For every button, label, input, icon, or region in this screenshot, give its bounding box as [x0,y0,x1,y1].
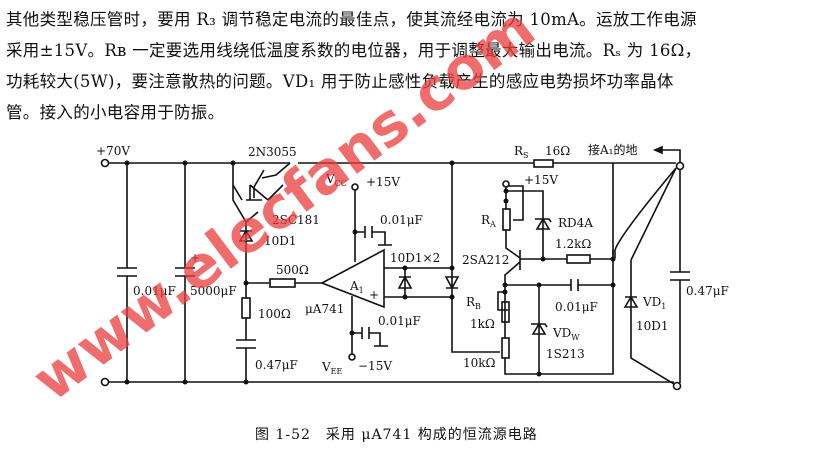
label-c047b: 0.47μF [686,284,729,298]
diode-vd1 [623,295,639,308]
vcc-terminal [351,183,359,191]
diode-10d1-a [238,229,254,242]
label-vdw: VDW [552,326,580,342]
label-ground-note: 接A₁的地 [588,142,637,157]
label-rs-val: 16Ω [545,144,570,158]
label-vdw-part: 1S213 [546,347,585,361]
body-paragraph: 其他类型稳压管时，要用 R₃ 调节稳定电流的最佳点，使其流经电流为 10mA。运… [6,4,821,128]
capacitor-vcc [364,226,373,238]
label-r10k: 10kΩ [463,356,496,370]
resistor-rs [533,159,554,168]
label-c2-plus: + [190,251,200,265]
label-supply: +70V [96,144,130,158]
paragraph-line: 管。接入的小电容用于防振。 [6,103,225,122]
label-q2: 2SC181 [272,213,320,227]
components [100,145,690,391]
resistor-rb [501,301,510,323]
label-r12k: 1.2kΩ [555,237,591,251]
label-c047a: 0.47μF [255,358,298,372]
capacitor-c1 [117,267,137,277]
capacitor-047a [236,339,256,349]
capacitor-047b [670,271,690,281]
resistor-100 [241,297,251,319]
resistor-500 [269,278,296,288]
junction-dots [124,160,616,385]
capacitor-vee [361,327,370,339]
label-d-q: 10D1 [264,234,297,248]
paragraph-line: 功耗较大(5W)，要注意散热的问题。VD₁ 用于防止感性负载产生的感应电势损坏功… [6,72,674,91]
zener-rd4a [535,217,552,230]
diode-pair-2 [444,276,460,290]
label-c1: 0.01μF [133,284,176,298]
resistor-10k [501,337,510,359]
resistor-1-2k [566,254,591,264]
input-terminal-top [100,158,110,168]
capacitor-c2 [175,267,195,277]
label-rd4a: RD4A [558,216,593,230]
label-cvcc: 0.01μF [380,213,423,227]
capacitor-001 [570,279,579,291]
label-opamp-part: μA741 [305,302,344,316]
resistor-ra [502,208,511,231]
label-c2: 5000μF [190,284,237,298]
paragraph-line: 采用±15V。Rʙ 一定要选用线绕低温度系数的电位器，用于调整最大输出电流。Rₛ… [6,41,702,60]
circuit-labels: +70V 0.01μF 5000μF + 2N3055 2SC181 10D1 … [96,142,729,376]
label-r500: 500Ω [276,263,309,277]
label-vd1: VD1 [642,295,666,311]
diode-pair-1 [397,275,413,289]
vee-terminal [348,353,356,361]
label-plus15: +15V [524,173,558,187]
label-r100: 100Ω [258,307,291,321]
output-terminal-bottom [672,381,682,391]
label-vee: VEE [321,360,343,376]
label-rb-val: 1kΩ [470,317,495,331]
label-q1: 2N3055 [248,145,297,159]
input-terminal-bottom [100,377,110,387]
output-terminal-top [675,161,685,171]
opamp-triangle [320,248,385,309]
plus15-terminal [502,180,510,188]
figure-caption: 图 1-52 采用 μA741 构成的恒流源电路 [255,427,538,443]
label-opamp-plus: + [369,288,379,302]
label-cvee: 0.01μF [378,314,421,328]
label-q3: 2SA212 [462,253,509,267]
label-vd1-part: 10D1 [636,319,669,333]
paragraph-line: 其他类型稳压管时，要用 R₃ 调节稳定电流的最佳点，使其流经电流为 10mA。运… [6,10,697,29]
label-vee-val: −15V [358,359,392,373]
label-rb: RB [466,295,481,311]
label-vcc: VCC [325,172,347,188]
label-ra: RA [481,213,496,229]
label-diodes: 10D1×2 [390,251,440,265]
label-c001: 0.01μF [555,300,598,314]
label-rs: RS [514,144,529,160]
label-opamp: A1 [349,279,364,295]
label-vcc-val: +15V [366,175,400,189]
arrow-ground-note [652,145,663,155]
zener-vdw [531,322,548,335]
